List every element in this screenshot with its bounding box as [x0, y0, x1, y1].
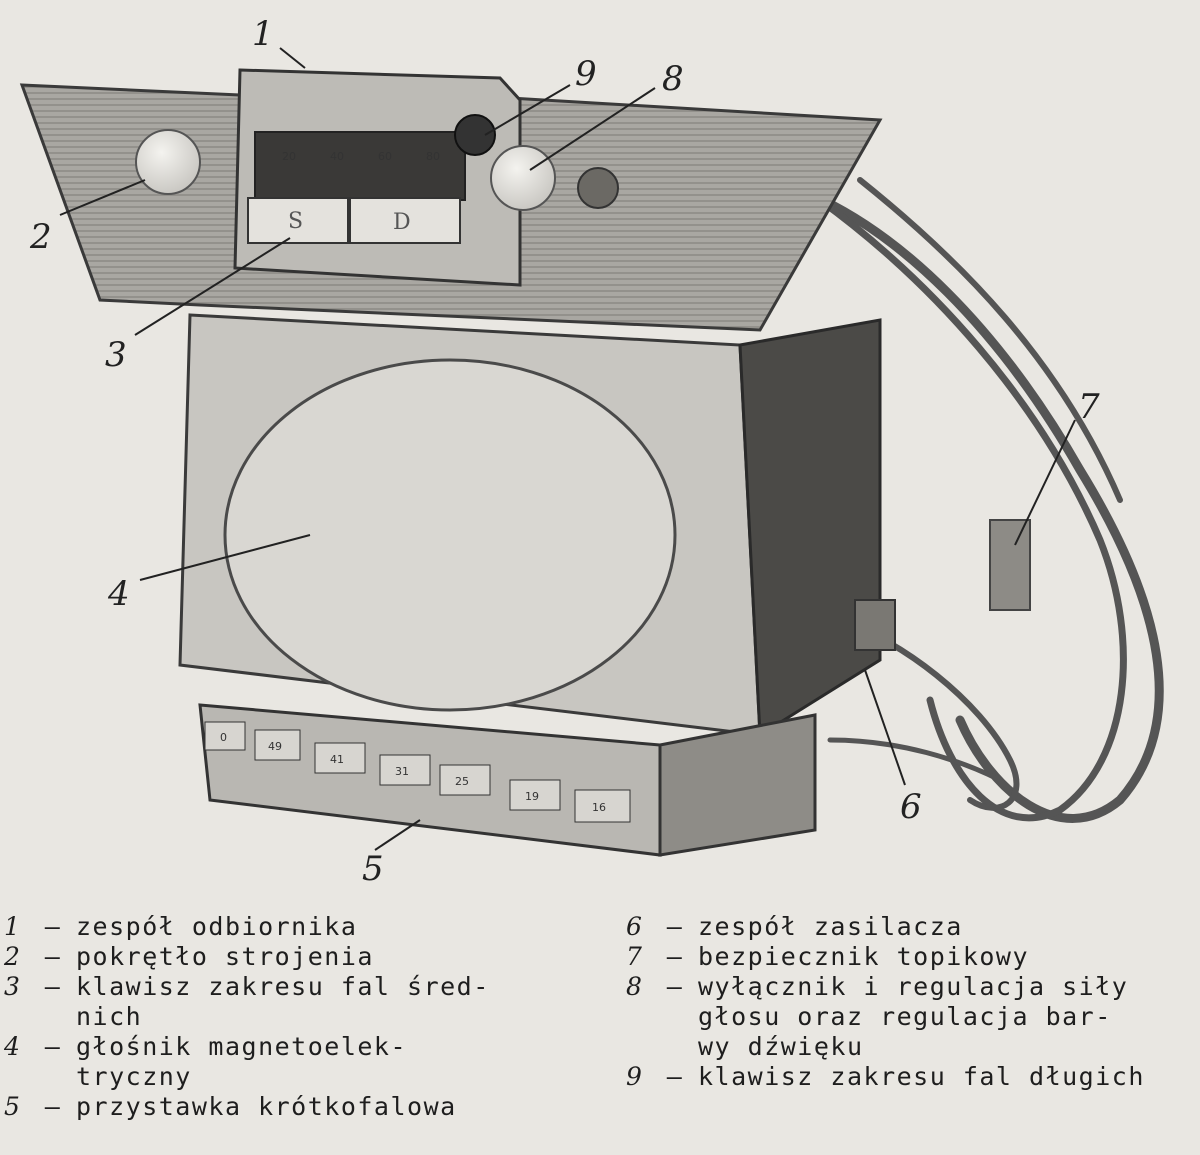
dial-scale: 20 40 60 80 [282, 150, 440, 163]
receiver-unit: 20 40 60 80 S D [19, 68, 883, 332]
power-supply-unit [854, 599, 896, 651]
frequency-dial [254, 131, 466, 201]
legend-item-1: 1 — zespół odbiornika [4, 912, 358, 941]
band-key[interactable] [379, 754, 431, 786]
medium-wave-key[interactable] [247, 197, 349, 244]
long-wave-key-label: D [393, 210, 411, 235]
legend-item-5: 5 — przystawka krótkofalowa [4, 1092, 457, 1121]
short-wave-attachment: 0 49 41 31 25 19 16 [198, 703, 817, 857]
volume-tone-knob[interactable] [490, 145, 556, 211]
band-key[interactable] [254, 729, 301, 761]
fuse-holder [989, 519, 1031, 611]
band-key[interactable] [509, 779, 561, 811]
band-key[interactable] [439, 764, 491, 796]
callout-3: 3 [105, 335, 127, 375]
svg-text:19: 19 [525, 790, 539, 803]
svg-text:16: 16 [592, 801, 606, 814]
callout-9: 9 [575, 54, 597, 94]
callout-8: 8 [662, 59, 684, 99]
long-wave-key-panel[interactable] [349, 197, 461, 244]
svg-text:0: 0 [220, 731, 227, 744]
leader-lines [59, 47, 1076, 851]
svg-text:41: 41 [330, 753, 344, 766]
tuning-knob[interactable] [135, 129, 201, 195]
legend-item-4: 4 — głośnik magnetoelek-tryczny [4, 1032, 408, 1091]
housing [178, 313, 882, 738]
svg-text:20: 20 [282, 150, 296, 163]
legend-item-6: 6 — zespół zasilacza [626, 912, 963, 941]
legend-item-2: 2 — pokrętło strojenia [4, 942, 374, 971]
band-keys: 0 49 41 31 25 19 16 [204, 721, 631, 823]
svg-text:80: 80 [426, 150, 440, 163]
callout-2: 2 [29, 217, 52, 257]
svg-text:49: 49 [268, 740, 282, 753]
loudspeaker [223, 358, 677, 712]
legend-column-right: 6 — zespół zasilacza 7 — bezpiecznik top… [626, 912, 1196, 1092]
figure-legend: 1 — zespół odbiornika 2 — pokrętło stroj… [0, 912, 1200, 1152]
callout-5: 5 [362, 849, 384, 889]
band-key[interactable] [574, 789, 631, 823]
long-wave-switch[interactable] [454, 114, 496, 156]
medium-wave-key-label: S [288, 209, 303, 234]
band-key[interactable] [314, 742, 366, 774]
callout-4: 4 [107, 574, 130, 614]
callout-6: 6 [900, 787, 922, 827]
car-radio-illustration: 20 40 60 80 S D 0 49 41 31 [19, 14, 1164, 889]
svg-text:60: 60 [378, 150, 392, 163]
legend-column-left: 1 — zespół odbiornika 2 — pokrętło stroj… [4, 912, 564, 1122]
legend-item-7: 7 — bezpiecznik topikowy [626, 942, 1030, 971]
callout-7: 7 [1078, 387, 1100, 427]
shaft-collar [577, 167, 619, 209]
callout-1: 1 [252, 14, 274, 54]
svg-text:40: 40 [330, 150, 344, 163]
legend-item-9: 9 — klawisz zakresu fal długich [626, 1062, 1145, 1091]
svg-text:25: 25 [455, 775, 469, 788]
legend-item-3: 3 — klawisz zakresu fal śred-nich [4, 972, 490, 1031]
svg-text:31: 31 [395, 765, 409, 778]
band-key[interactable] [204, 721, 246, 751]
